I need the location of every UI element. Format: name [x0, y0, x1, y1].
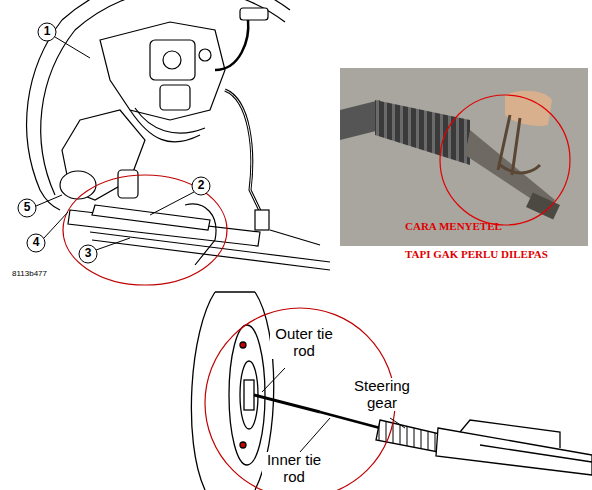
- brake-assembly: [27, 0, 330, 270]
- note-text: TAPI GAK PERLU DILEPAS: [405, 248, 548, 260]
- leader-lines: [36, 37, 194, 250]
- callout-number: 4: [28, 236, 44, 249]
- steering-rack-photo: [340, 68, 588, 246]
- note-text: CARA MENYETEL: [405, 220, 502, 232]
- highlight-circle: [63, 175, 227, 285]
- part-label: Inner tie rod: [262, 452, 326, 485]
- callout-number: 1: [39, 25, 55, 38]
- part-label: Outer tie rod: [270, 326, 338, 359]
- callout-circles: [18, 23, 210, 263]
- callout-number: 5: [19, 201, 35, 214]
- callout-number: 3: [80, 247, 96, 260]
- callout-number: 2: [193, 179, 209, 192]
- part-label: Steering gear: [345, 378, 419, 411]
- figure-code: 8113b477: [12, 270, 47, 279]
